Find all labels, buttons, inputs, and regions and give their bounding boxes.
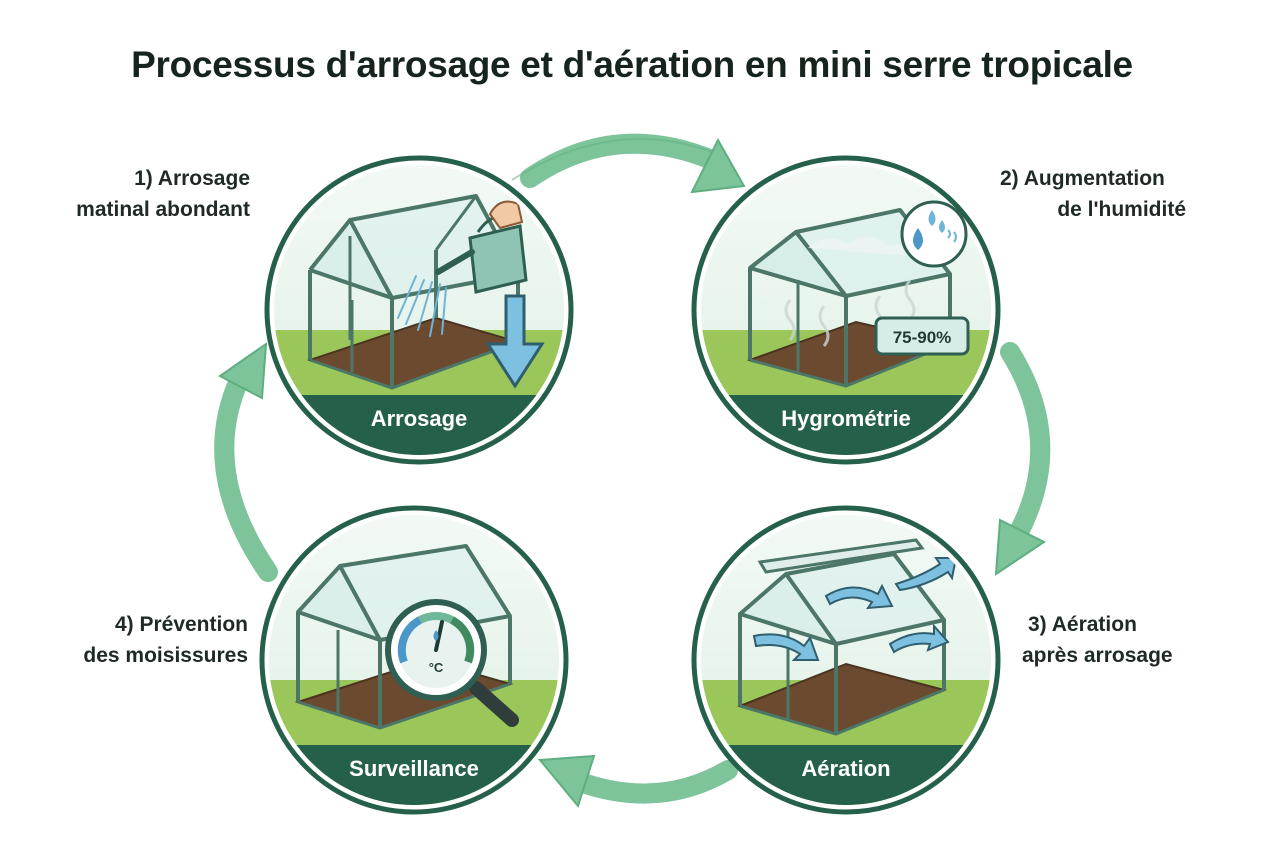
humidity-badge: 75-90% [874, 316, 970, 356]
arrow-down-icon [485, 294, 545, 389]
step-4-label: 4) Prévention des moisissures [83, 613, 248, 667]
magnifier-gauge-icon: °C [385, 599, 519, 727]
circle-title-arrosage: Arrosage [371, 406, 468, 431]
step-3-circle: Aération [691, 505, 1001, 815]
circle-title-hygrometrie: Hygrométrie [781, 406, 911, 431]
greenhouse-icon [306, 194, 522, 390]
cycle-arrow-3-to-4 [537, 754, 738, 809]
watering-can-icon [397, 200, 528, 337]
circle-title-aeration: Aération [801, 756, 890, 781]
cycle-arrow-1-to-2 [511, 133, 746, 194]
step-1-label: 1) Arrosage matinal abondant [76, 167, 250, 221]
airflow-arrows-icon [752, 557, 958, 661]
water-drops-icon [900, 200, 968, 268]
step-2-circle: 75-90% Hygrométrie [691, 155, 1001, 465]
step-2-label: 2) Augmentation de l'humidité [1000, 167, 1186, 221]
page-title: Processus d'arrosage et d'aération en mi… [131, 44, 1133, 85]
cycle-arrow-4-to-1 [214, 341, 278, 582]
step-1-circle: Arrosage [264, 155, 574, 465]
step-4-circle: °C Surveillance [259, 505, 569, 815]
gauge-unit: °C [429, 660, 444, 675]
circle-title-surveillance: Surveillance [349, 756, 479, 781]
step-3-label: 3) Aération après arrosage [1022, 613, 1173, 667]
cycle-arrow-2-to-3 [994, 342, 1051, 576]
svg-text:75-90%: 75-90% [893, 328, 952, 347]
